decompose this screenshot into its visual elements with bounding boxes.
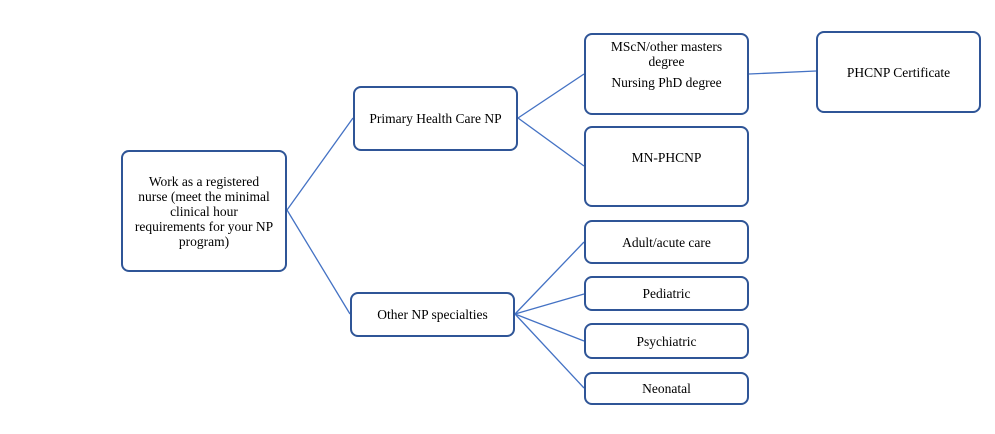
node-label: MN-PHCNP xyxy=(631,150,702,165)
node-pediatric: Pediatric xyxy=(584,276,749,311)
node-label: Psychiatric xyxy=(636,333,697,349)
node-label: degree xyxy=(648,54,685,69)
connector-masters-to-certificate xyxy=(748,70,817,75)
connector-other-to-neonatal xyxy=(514,313,585,389)
node-primary-health-care-np: Primary Health Care NP xyxy=(353,86,518,151)
node-label: Primary Health Care NP xyxy=(369,111,502,126)
node-neonatal: Neonatal xyxy=(584,372,749,405)
connector-other-to-adult xyxy=(514,241,585,315)
root-text-line: clinical hour xyxy=(170,203,238,219)
root-text-line: Work as a registered xyxy=(148,173,260,189)
connector-root-to-other xyxy=(286,209,351,315)
node-psychiatric: Psychiatric xyxy=(584,323,749,359)
connector-other-to-psychiatric xyxy=(514,313,585,342)
node-label: Pediatric xyxy=(642,286,691,301)
connector-other-to-pediatric xyxy=(514,293,585,315)
node-label: Other NP specialties xyxy=(377,307,488,322)
node-other-np-specialties: Other NP specialties xyxy=(350,292,515,337)
root-text-line: nurse (meet the minimal xyxy=(138,188,270,204)
node-mn-phcnp: MN-PHCNP xyxy=(584,126,749,207)
node-label: Neonatal xyxy=(642,381,691,396)
connector-primary-to-mn-phcnp xyxy=(517,117,585,167)
node-adult-acute-care: Adult/acute care xyxy=(584,220,749,264)
root-text-line: requirements for your NP xyxy=(134,218,274,234)
root-node-registered-nurse: Work as a registered nurse (meet the min… xyxy=(121,150,287,272)
root-text-line: program) xyxy=(178,233,230,249)
connector-root-to-primary xyxy=(286,117,354,211)
node-label: MScN/other masters xyxy=(610,39,723,54)
node-label: Nursing PhD degree xyxy=(611,75,722,90)
node-masters-phd-degree: MScN/other masters degree Nursing PhD de… xyxy=(584,33,749,115)
node-label: Adult/acute care xyxy=(622,234,711,250)
node-label: PHCNP Certificate xyxy=(846,64,951,80)
node-phcnp-certificate: PHCNP Certificate xyxy=(816,31,981,113)
connector-primary-to-masters xyxy=(517,73,585,119)
